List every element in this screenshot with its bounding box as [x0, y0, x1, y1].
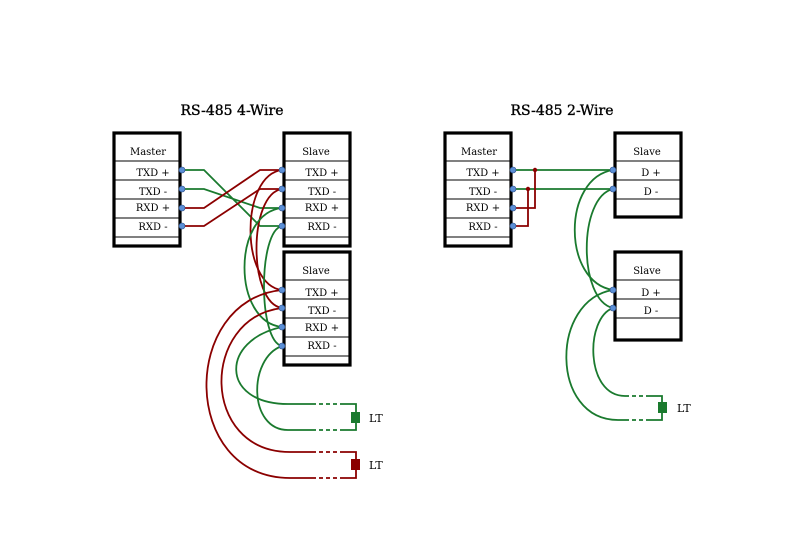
- two-wire-slave2-pin-d-plus: D +: [641, 288, 661, 299]
- wire-green-a-end: [342, 403, 357, 412]
- two-wire-master-header: Master: [461, 147, 497, 158]
- pin-dot: [609, 304, 617, 312]
- wire-slave2-rxd-plus-to-lt: [235, 326, 312, 405]
- four-wire-master-pin-rxd-plus: RXD +: [136, 203, 170, 214]
- four-wire-slave2-pin-txd-minus: TXD -: [308, 306, 336, 317]
- wire-green-b-end: [342, 423, 357, 431]
- two-wire-slave2-pin-d-minus: D -: [644, 306, 659, 317]
- wire-red-a-end: [342, 470, 357, 479]
- wire-master-rxd-plus-bridge: [513, 170, 536, 209]
- four-wire-master-pin-rxd-minus: RXD -: [138, 222, 167, 233]
- two-wire-slave1-header: Slave: [633, 147, 661, 158]
- two-wire-title: RS-485 2-Wire: [510, 103, 613, 119]
- four-wire-master-pin-txd-plus: TXD +: [136, 168, 169, 179]
- line-terminator-green: [351, 412, 360, 423]
- two-wire-slave1-pin-d-plus: D +: [641, 168, 661, 179]
- wire-slave1-rxd-minus-to-slave2: [263, 225, 283, 347]
- wire-slave1-txd-plus-to-slave2: [249, 169, 283, 291]
- four-wire-slave1-pin-rxd-plus: RXD +: [305, 203, 339, 214]
- wire-slave2-txd-minus-to-lt: [220, 307, 312, 453]
- four-wire-slave1-box: Slave TXD + TXD - RXD + RXD -: [282, 131, 352, 248]
- pin-dot: [509, 166, 517, 174]
- four-wire-master-box: Master TXD + TXD - RXD + RXD -: [112, 131, 182, 248]
- wire-slave1-txd-minus-to-slave2: [255, 188, 283, 309]
- two-wire-master-pin-txd-plus: TXD +: [466, 168, 499, 179]
- wire-slave2-d-plus-to-lt: [565, 289, 625, 421]
- pin-dot: [509, 222, 517, 230]
- wire-2w-b-end: [648, 395, 663, 402]
- junction-dot: [532, 167, 538, 173]
- wire-slave1-d-plus-to-slave2: [574, 169, 614, 291]
- junction-dot: [525, 186, 531, 192]
- two-wire-slave1-pin-d-minus: D -: [644, 187, 659, 198]
- pin-dot: [278, 204, 286, 212]
- two-wire-slave1-box: Slave D + D -: [613, 131, 683, 219]
- pin-dot: [278, 222, 286, 230]
- four-wire-section: RS-485 4-Wire Master TXD + TXD - RXD + R…: [112, 103, 383, 479]
- two-wire-terminator-label: LT: [677, 402, 691, 415]
- pin-dot: [609, 286, 617, 294]
- two-wire-slave2-box: Slave D + D -: [613, 250, 683, 342]
- wire-slave1-rxd-plus-to-slave2: [243, 207, 283, 328]
- pin-dot: [278, 323, 286, 331]
- two-wire-master-pin-txd-minus: TXD -: [469, 187, 497, 198]
- pin-dot: [278, 166, 286, 174]
- two-wire-section: RS-485 2-Wire Master TXD + TXD - RXD + R…: [443, 103, 691, 421]
- pin-dot: [178, 222, 186, 230]
- four-wire-slave2-pin-rxd-minus: RXD -: [307, 341, 336, 352]
- wire-master-txd-minus-to-slave-rxd-minus: [182, 188, 282, 209]
- line-terminator-red: [351, 459, 360, 470]
- two-wire-master-pin-rxd-minus: RXD -: [468, 222, 497, 233]
- pin-dot: [609, 185, 617, 193]
- pin-dot: [278, 342, 286, 350]
- wire-2w-a-end: [648, 413, 663, 421]
- pin-dot: [178, 204, 186, 212]
- pin-dot: [278, 185, 286, 193]
- wire-slave2-txd-plus-to-lt: [205, 289, 312, 479]
- four-wire-slave2-box: Slave TXD + TXD - RXD + RXD -: [282, 250, 352, 367]
- four-wire-slave1-pin-txd-plus: TXD +: [305, 168, 338, 179]
- four-wire-slave2-header: Slave: [302, 266, 330, 277]
- pin-dot: [509, 204, 517, 212]
- wire-slave2-rxd-minus-to-lt: [256, 345, 312, 431]
- wire-slave2-d-minus-to-lt: [592, 307, 626, 397]
- wire-red-b-end: [342, 451, 357, 459]
- pin-dot: [609, 166, 617, 174]
- line-terminator-green: [658, 402, 667, 413]
- four-wire-slave2-pin-txd-plus: TXD +: [305, 288, 338, 299]
- four-wire-terminator-label-2: LT: [369, 459, 383, 472]
- wire-slave1-d-minus-to-slave2: [585, 188, 614, 309]
- four-wire-slave2-pin-rxd-plus: RXD +: [305, 323, 339, 334]
- pin-dot: [509, 185, 517, 193]
- two-wire-master-pin-rxd-plus: RXD +: [466, 203, 500, 214]
- four-wire-slave1-pin-txd-minus: TXD -: [308, 187, 336, 198]
- pin-dot: [278, 286, 286, 294]
- wire-master-rxd-minus-bridge: [513, 189, 529, 227]
- pin-dot: [278, 304, 286, 312]
- four-wire-slave1-header: Slave: [302, 147, 330, 158]
- wire-master-rxd-plus-to-slave-txd-plus: [182, 169, 282, 209]
- four-wire-terminator-label-1: LT: [369, 412, 383, 425]
- four-wire-master-pin-txd-minus: TXD -: [139, 187, 167, 198]
- pin-dot: [178, 166, 186, 174]
- four-wire-slave1-pin-rxd-minus: RXD -: [307, 222, 336, 233]
- two-wire-slave2-header: Slave: [633, 266, 661, 277]
- four-wire-master-header: Master: [130, 147, 166, 158]
- two-wire-master-box: Master TXD + TXD - RXD + RXD -: [443, 131, 513, 248]
- wire-master-rxd-minus-to-slave-txd-minus: [182, 188, 282, 227]
- pin-dot: [178, 185, 186, 193]
- four-wire-title: RS-485 4-Wire: [180, 103, 283, 119]
